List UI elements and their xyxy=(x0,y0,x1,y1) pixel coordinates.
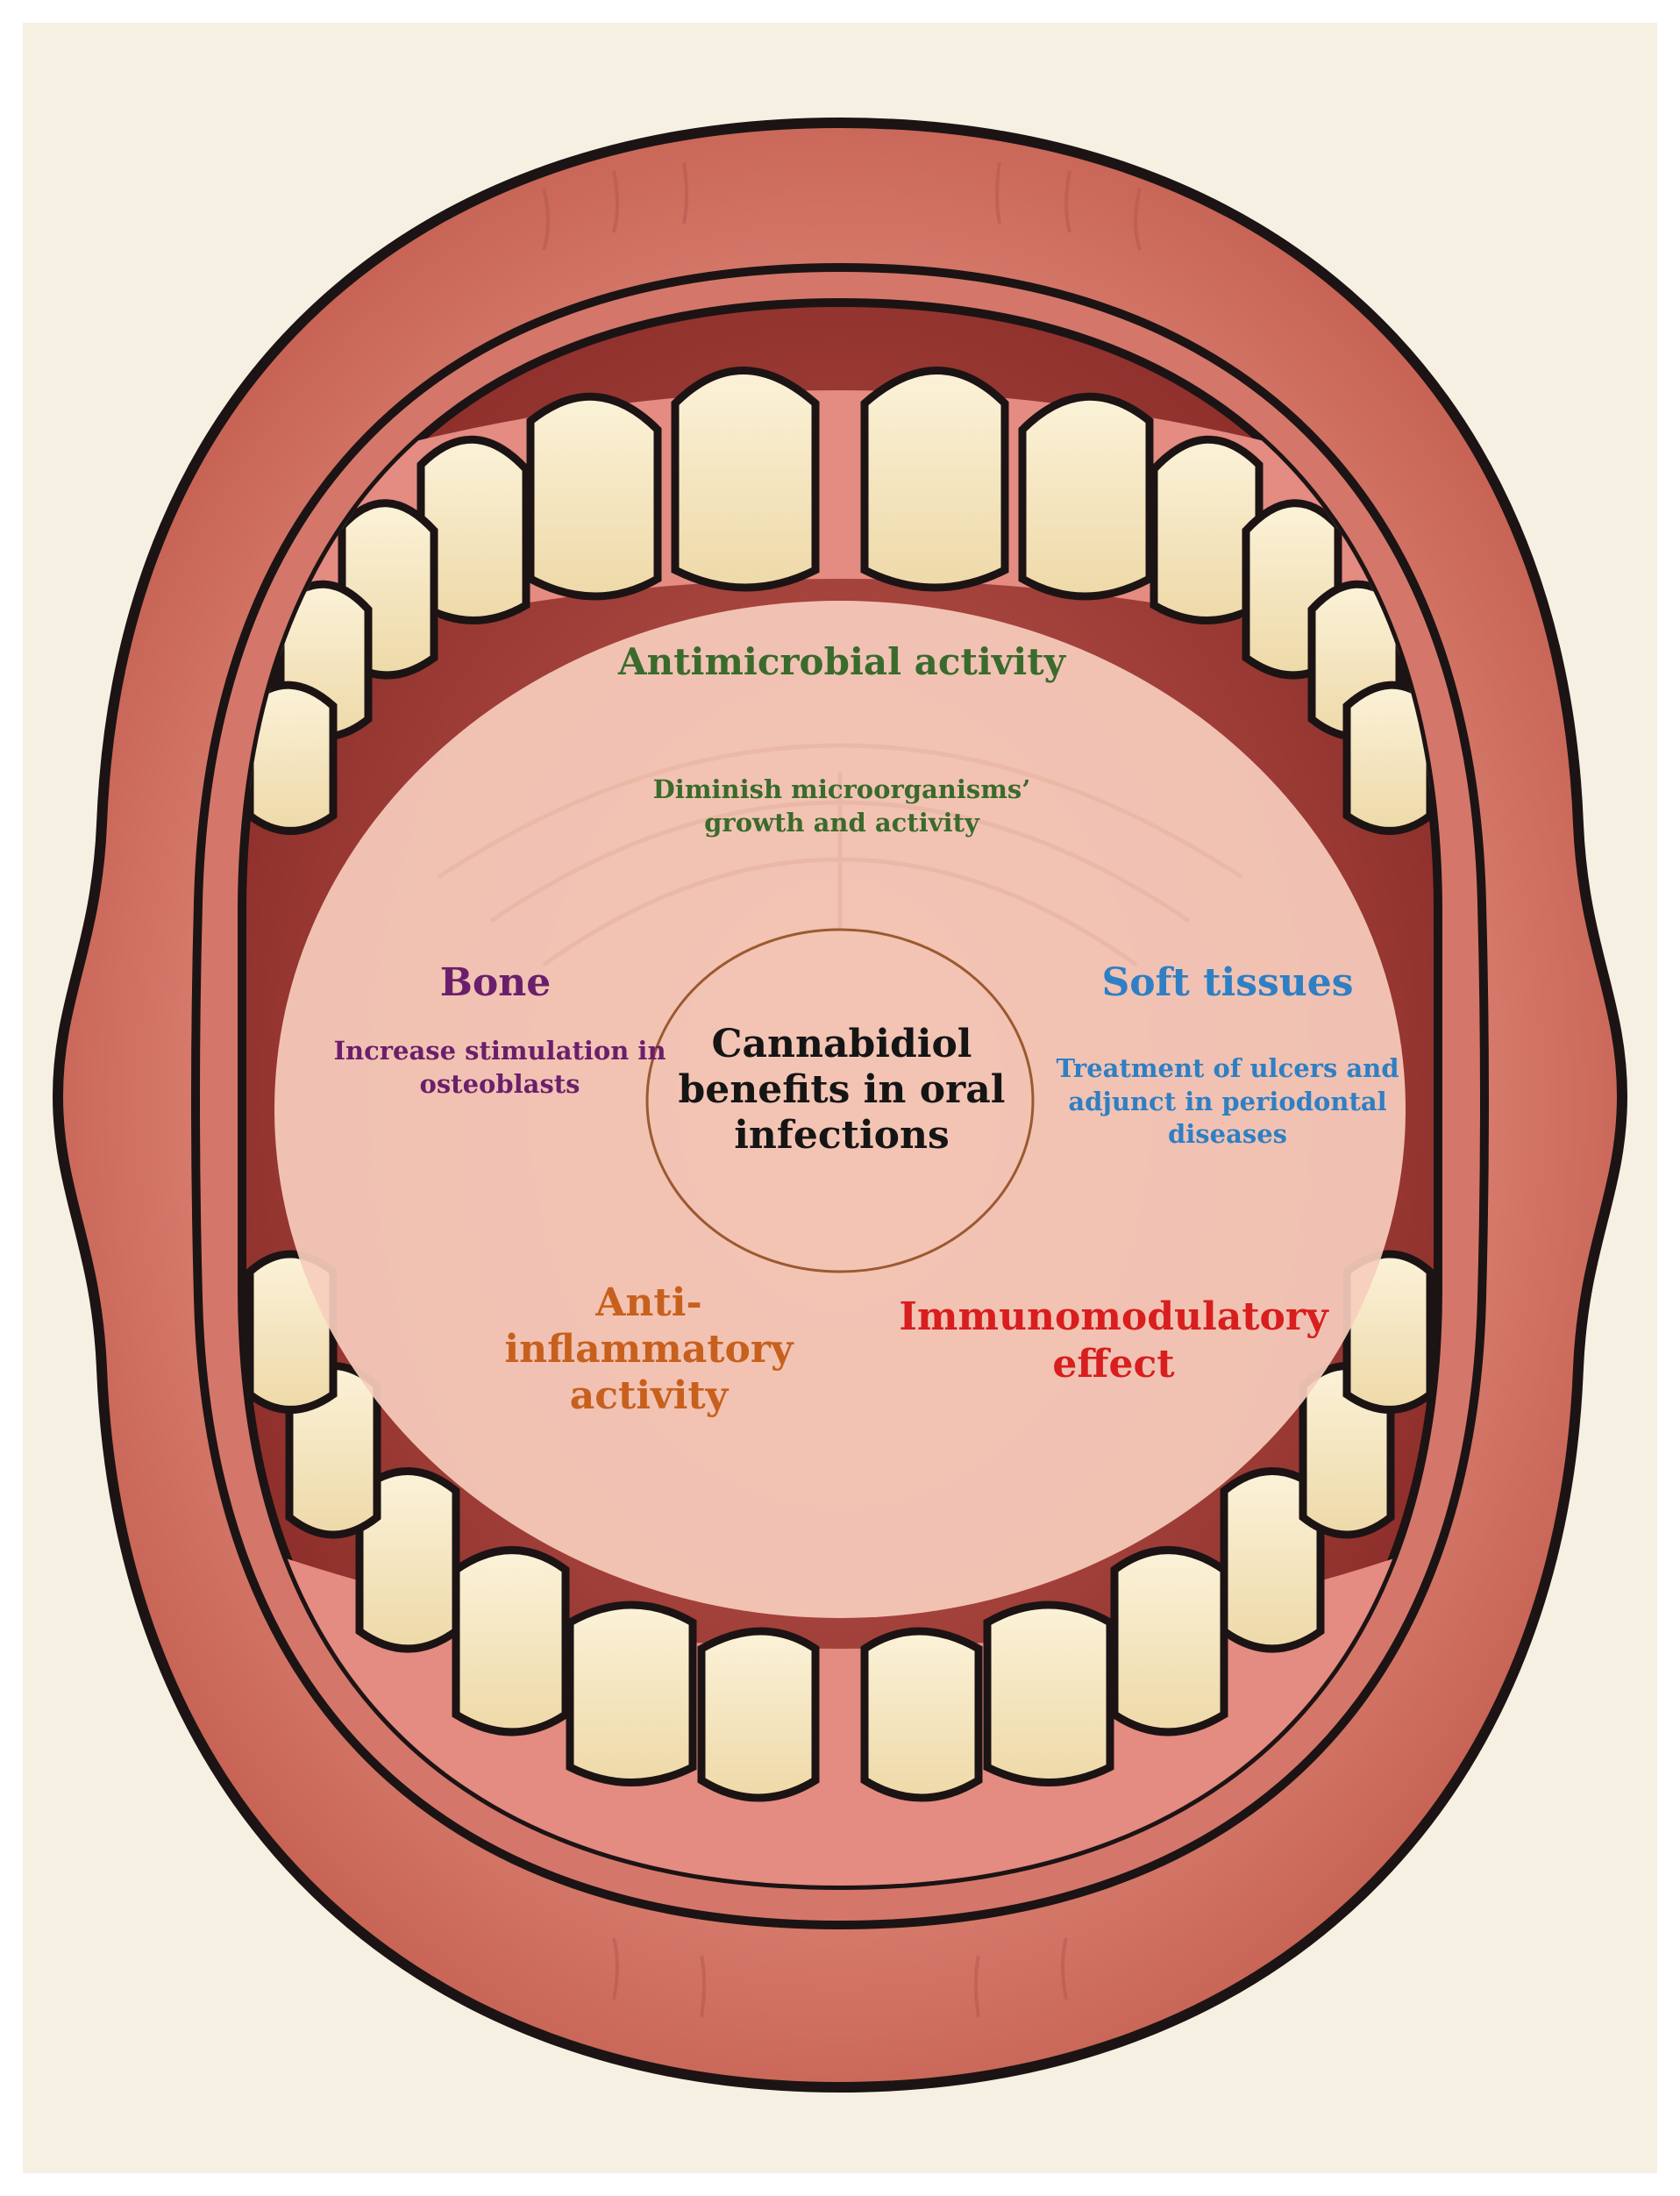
bone-title: Bone xyxy=(439,960,552,1005)
center-title: Cannabidiol benefits in oral infections xyxy=(678,1022,1006,1158)
antimicrobial-title: Antimicrobial activity xyxy=(617,640,1065,683)
bone-description: Increase stimulation in osteoblasts xyxy=(333,1036,666,1099)
lip-texture xyxy=(542,161,1142,2018)
info-overlay xyxy=(274,601,1406,1618)
immunomodulatory-title: Immunomodulatory effect xyxy=(899,1294,1328,1387)
center-ring xyxy=(645,928,1035,1273)
antimicrobial-description: Diminish microorganisms’ growth and acti… xyxy=(652,774,1031,838)
anti-inflammatory-title: Anti-inflammatory activity xyxy=(504,1280,794,1418)
upper-teeth xyxy=(246,367,1434,835)
palate-hints xyxy=(437,743,1243,967)
soft-tissues-description: Treatment of ulcers and adjunct in perio… xyxy=(1056,1053,1399,1150)
lower-teeth xyxy=(246,1250,1434,1802)
soft-tissues-title: Soft tissues xyxy=(1101,960,1354,1005)
